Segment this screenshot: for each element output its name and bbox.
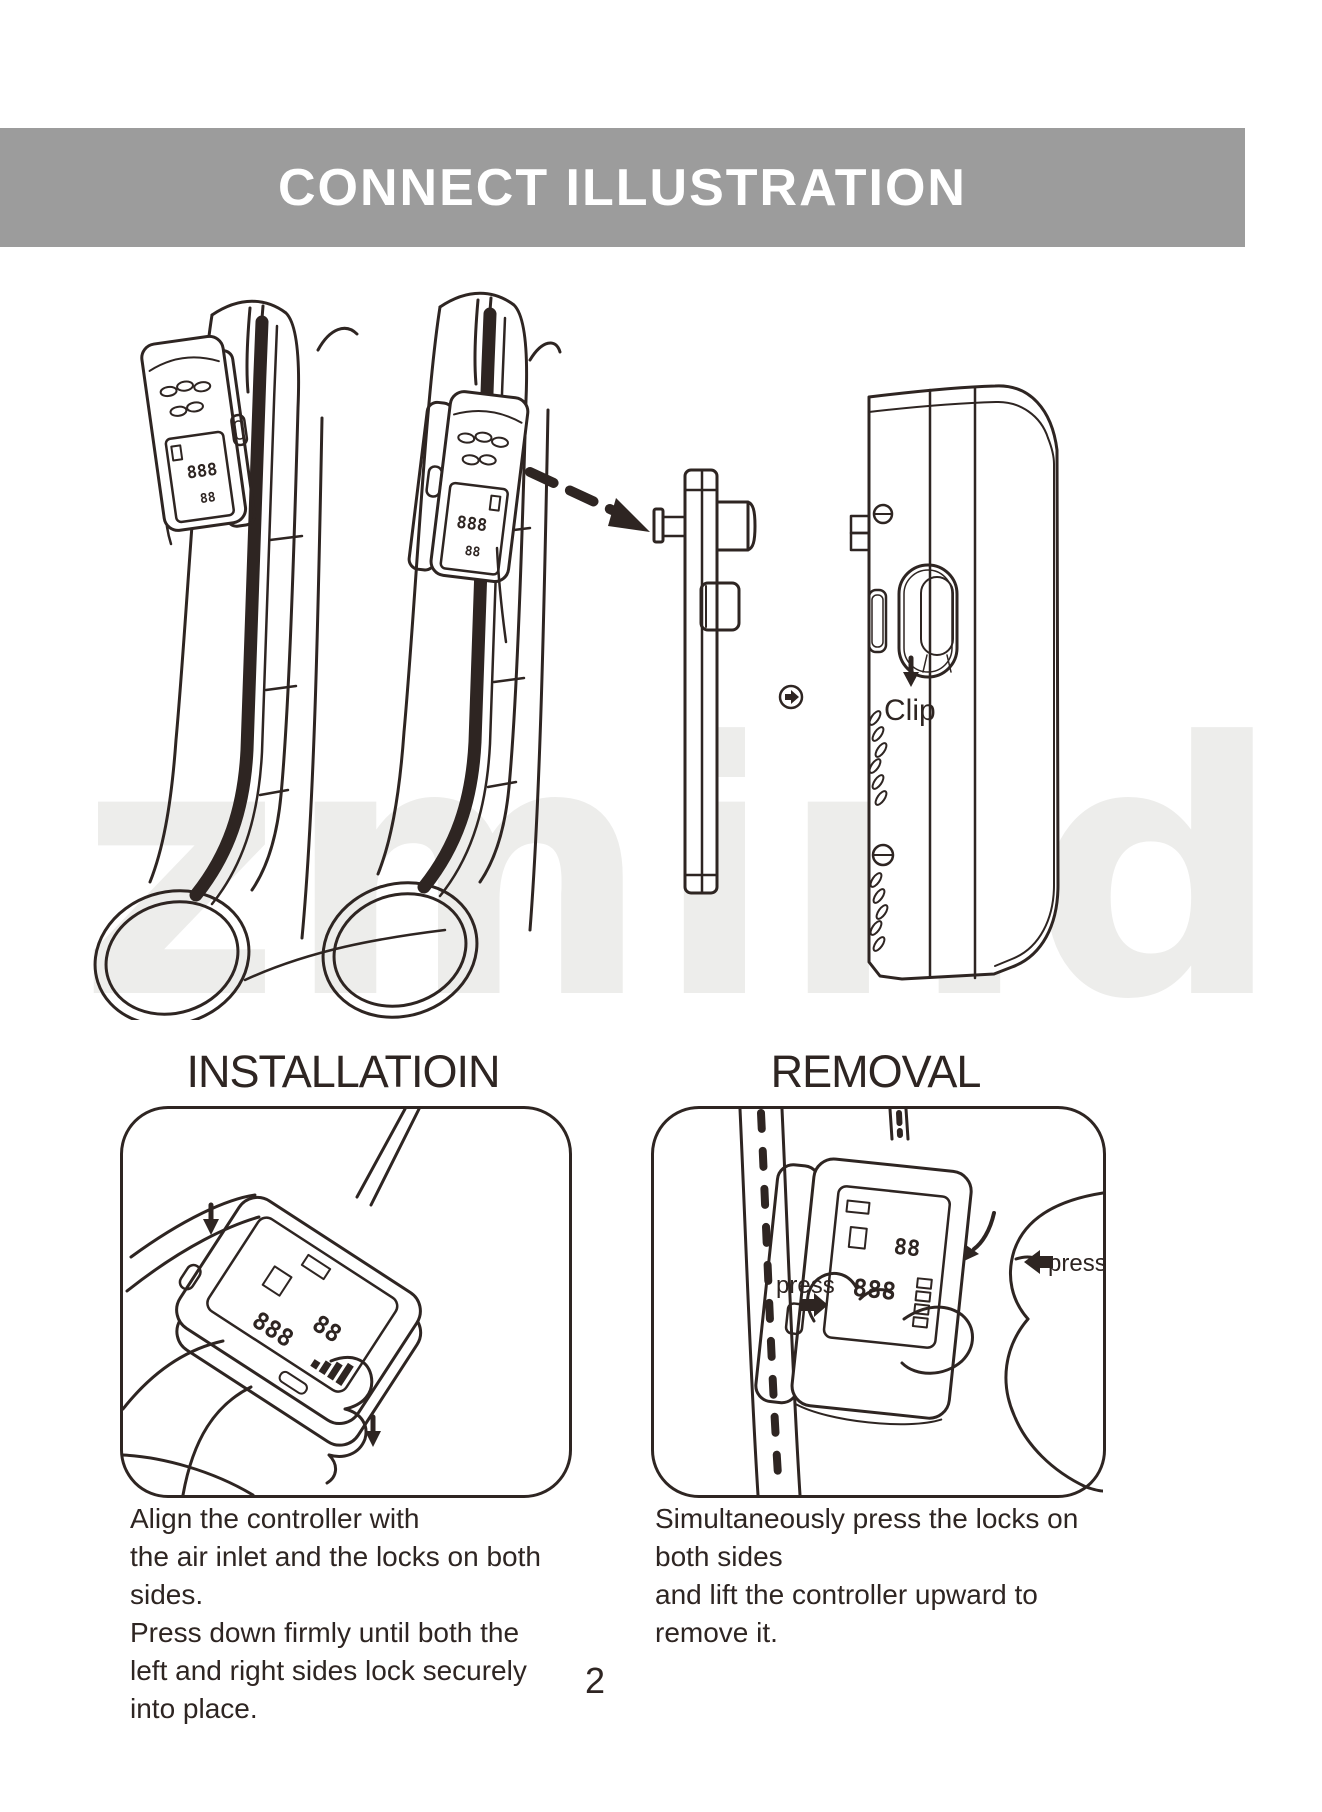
removal-panel: 88 888 press (651, 1106, 1106, 1498)
removal-drawing: 88 888 press (738, 1109, 1103, 1495)
pressure-digits: 888 (185, 460, 218, 484)
lock-plug (715, 500, 757, 552)
left-controller-drawing: 888 88 (140, 334, 257, 532)
instruction-line: remove it. (655, 1617, 778, 1648)
controller-latch (784, 1302, 806, 1336)
instruction-line: into place. (130, 1693, 258, 1724)
press-down-arrow-icon (365, 1414, 381, 1447)
instruction-line: sides. (130, 1579, 204, 1610)
instruction-line: both sides (655, 1541, 783, 1572)
section-header-bar: CONNECT ILLUSTRATION (0, 128, 1245, 247)
instruction-line: Align the controller with (130, 1503, 420, 1534)
controller-drawing: 88 888 (175, 1195, 423, 1447)
press-down-arrow-icon (203, 1202, 219, 1235)
zipper-teeth (868, 710, 888, 806)
controller-latch (425, 465, 444, 498)
clip-recess (897, 563, 959, 679)
intensity-bars-icon (911, 1277, 933, 1329)
instruction-line: Simultaneously press the locks on (655, 1503, 1079, 1534)
controller-cable (495, 546, 508, 644)
controller-cable (355, 1109, 421, 1207)
air-plug (652, 507, 665, 544)
removal-heading: REMOVAL (770, 1046, 982, 1097)
pressure-digits: 888 (455, 513, 488, 537)
right-controller-drawing: 888 88 (407, 390, 530, 584)
press-label-left: press (776, 1272, 835, 1299)
press-right-arrow-icon (800, 1293, 828, 1317)
clip-tab (699, 581, 741, 632)
installation-drawing: 88 888 (123, 1109, 423, 1495)
display-mode-icon (261, 1265, 293, 1297)
zipper-teeth (869, 872, 889, 952)
display-mode-icon (170, 444, 184, 462)
installation-panel: 88 888 (120, 1106, 572, 1498)
instruction-line: Press down firmly until both the (130, 1617, 520, 1648)
removal-instructions: Simultaneously press the locks on both s… (655, 1500, 1145, 1652)
instruction-line: and lift the controller upward to (655, 1579, 1038, 1610)
left-boot-drawing (93, 299, 359, 1020)
controller-latch (178, 1263, 202, 1291)
hand-drawing (123, 1193, 374, 1495)
display-mode-icon (488, 494, 502, 512)
side-tab (849, 514, 871, 535)
page-title: CONNECT ILLUSTRATION (278, 158, 967, 217)
instruction-line: the air inlet and the locks on both (130, 1541, 541, 1572)
connect-illustration: 888 88 888 88 (93, 291, 1060, 1020)
insert-direction-icon (778, 684, 804, 710)
clip-label: Clip (884, 694, 936, 727)
lift-arrow-icon (964, 1211, 996, 1261)
display-mode-icon (847, 1226, 868, 1250)
installation-instructions: Align the controller with the air inlet … (130, 1500, 635, 1728)
timer-digits: 88 (892, 1235, 921, 1263)
connector-side-view (652, 468, 757, 895)
instruction-line: left and right sides lock securely (130, 1655, 527, 1686)
press-label-right: press (1048, 1250, 1103, 1277)
air-inlet-slot (867, 588, 888, 654)
intensity-bars-icon (310, 1359, 354, 1386)
clip-down-arrow-icon (903, 655, 919, 687)
controller-latch (230, 413, 249, 447)
battery-icon (300, 1253, 332, 1281)
battery-icon (845, 1199, 871, 1215)
device-side-view: Clip (849, 384, 1060, 981)
installation-heading: INSTALLATIOIN (186, 1046, 501, 1097)
page-number: 2 (585, 1660, 606, 1701)
power-button (278, 1370, 308, 1395)
dashed-arrow-icon (525, 467, 650, 532)
watermark-text: zmind (78, 668, 1287, 1076)
timer-digits: 88 (464, 544, 482, 561)
press-left-arrow-icon (1024, 1250, 1053, 1274)
timer-digits: 88 (199, 490, 217, 507)
